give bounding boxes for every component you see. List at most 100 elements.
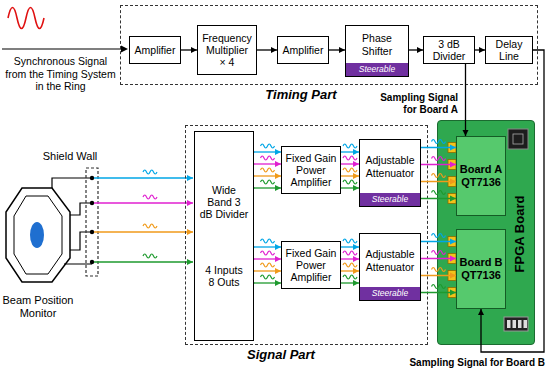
process-box: Amplifier [277, 36, 329, 64]
feedthrough [90, 176, 94, 180]
shield-wall [86, 168, 98, 276]
memory-cell [524, 320, 528, 328]
signal-wave [432, 174, 446, 178]
signal-wave [261, 239, 275, 243]
connector-line [94, 177, 193, 178]
bpm-housing [6, 188, 70, 282]
box-label: Adjustable Attenuator [360, 154, 420, 178]
connector [478, 50, 544, 352]
connector [475, 47, 485, 53]
arrow-head [121, 46, 128, 53]
board-title: FPGA Board [512, 174, 528, 294]
signal-wave [343, 156, 357, 160]
arrow-head [450, 239, 456, 245]
sma-connector [448, 177, 456, 187]
connector-line [341, 151, 359, 152]
arrow-head [353, 149, 359, 155]
process-box: Amplifier [129, 36, 181, 64]
arrow-head [187, 259, 193, 265]
arrow-head [275, 149, 281, 155]
arrow-head [450, 145, 456, 151]
sma-connector [448, 160, 456, 170]
steerable-tag: Steerable [346, 63, 408, 76]
connector-line [421, 275, 456, 276]
sma-connector [448, 254, 456, 264]
arrow-head [353, 185, 359, 191]
arrow-head [479, 47, 485, 53]
connector-line [341, 187, 359, 188]
connector-line [94, 231, 193, 232]
beam-spot [30, 222, 44, 248]
arrow-head [353, 256, 359, 262]
connector-line [254, 246, 281, 247]
box-label: Wide Band 3 dB Divider [195, 184, 253, 220]
connector-line [341, 270, 359, 271]
board-label: Board A QT7136 [457, 163, 505, 188]
signal-wave [143, 195, 157, 199]
arrow-head [275, 173, 281, 179]
sma-connector [448, 237, 456, 247]
signal-wave [261, 168, 275, 172]
signal-wave [143, 254, 157, 258]
box-label: Delay Line [486, 38, 532, 62]
note-label: Sampling Signal for Board B [380, 357, 545, 369]
connector-line [329, 49, 345, 50]
arrow-head [450, 256, 456, 262]
connector [257, 47, 277, 53]
arrow-head [275, 256, 281, 262]
signal-wave [432, 140, 446, 144]
connector-line [421, 292, 456, 293]
process-box: Frequency Multiplier × 4 [197, 25, 257, 75]
steerable-tag: Steerable [360, 287, 420, 300]
arrow-head [353, 268, 359, 274]
arrow-head [450, 273, 456, 279]
connector-line [94, 202, 193, 203]
arrow-head [339, 47, 345, 53]
chip-die [513, 134, 523, 144]
sma-connector [448, 143, 456, 153]
arrow-head [353, 173, 359, 179]
signal-wave [343, 144, 357, 148]
feedthrough [90, 260, 94, 264]
connector-line [421, 258, 456, 259]
feedthroughs [90, 176, 94, 264]
feedthrough [90, 230, 94, 234]
adc-board: Board A QT7136 [456, 136, 506, 216]
memory-cell [507, 320, 511, 328]
arrow-head [450, 179, 456, 185]
box-label: 3 dB Divider [424, 38, 474, 62]
signal-wave [343, 263, 357, 267]
arrow-head [271, 47, 277, 53]
signal-wave [261, 263, 275, 267]
connector-line [254, 175, 281, 176]
box-label: Adjustable Attenuator [360, 248, 420, 272]
arrow-head [417, 47, 423, 53]
memory-chip [504, 317, 528, 331]
connector-line [465, 64, 466, 136]
connector [254, 144, 281, 191]
feedthrough [90, 201, 94, 205]
group-heading: Timing Part [261, 87, 341, 102]
signal-wave [343, 168, 357, 172]
signal-wave [432, 268, 446, 272]
signal-wave [143, 170, 157, 174]
signal-wave [261, 251, 275, 255]
note-label: Sampling Signal for Board A [368, 92, 458, 116]
fpga-chip [508, 129, 528, 149]
process-box: Adjustable AttenuatorSteerable [359, 233, 421, 301]
box-label: Frequency Multiplier × 4 [198, 32, 256, 68]
arrow-head [353, 244, 359, 250]
sma-connector [448, 271, 456, 281]
arrow-head [275, 244, 281, 250]
connector-line [254, 163, 281, 164]
signal-wave [432, 251, 446, 255]
input-signals [94, 170, 193, 265]
signal-wave [432, 191, 446, 195]
note-label: Synchronous Signal from the Timing Syste… [3, 55, 118, 93]
note-label: Beam Position Monitor [0, 294, 76, 320]
arrow-head [275, 161, 281, 167]
arrow-head [450, 162, 456, 168]
adc-board: Board B QT7136 [456, 229, 506, 309]
process-box: Delay Line [485, 36, 533, 64]
board-label: Board B QT7136 [457, 256, 505, 281]
